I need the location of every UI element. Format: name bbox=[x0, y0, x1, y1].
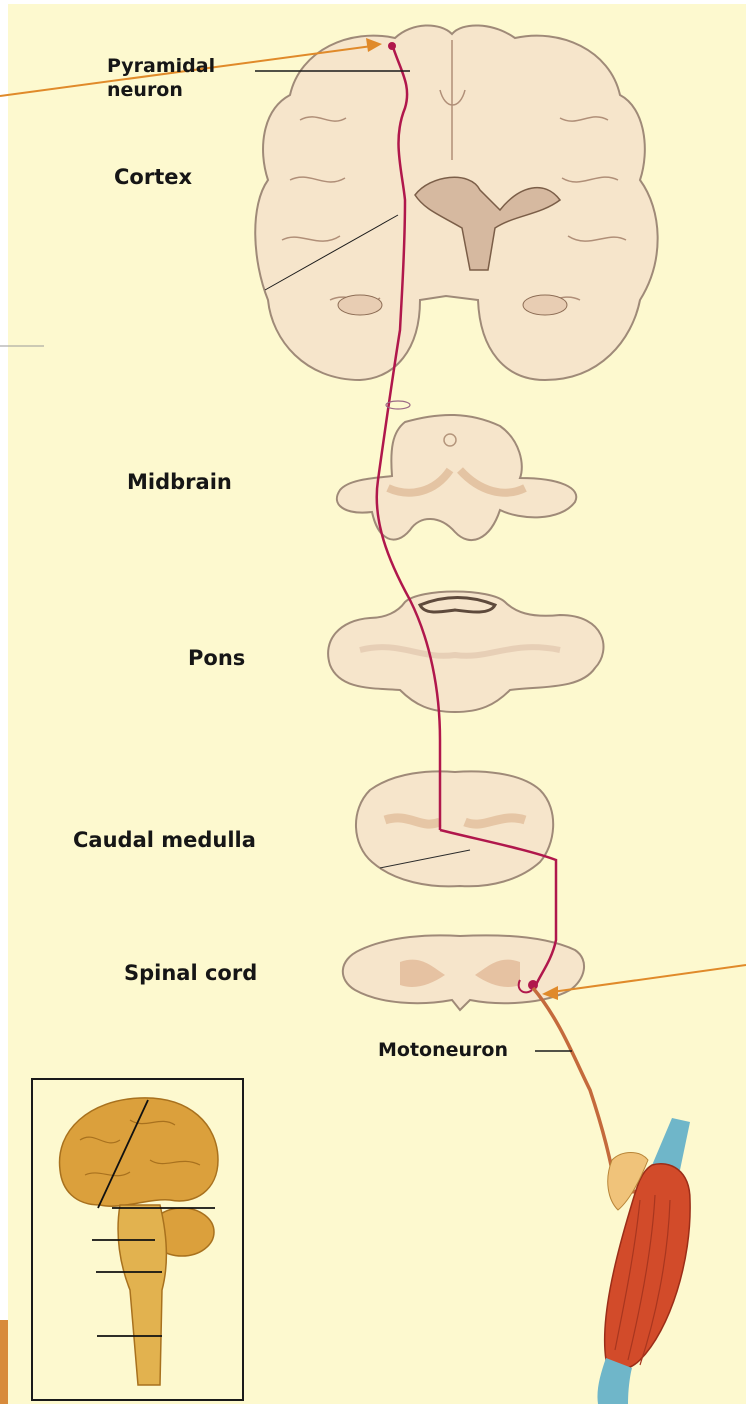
cortex-coronal-section bbox=[255, 25, 657, 380]
spinal-cord-section bbox=[343, 935, 584, 1010]
label-caudal-medulla: Caudal medulla bbox=[73, 830, 256, 851]
midbrain-section bbox=[337, 415, 576, 540]
muscle bbox=[597, 1118, 690, 1404]
label-cortex: Cortex bbox=[114, 167, 192, 188]
brain-inset bbox=[32, 1079, 243, 1400]
label-motoneuron: Motoneuron bbox=[378, 1041, 508, 1060]
label-pons: Pons bbox=[188, 648, 245, 669]
label-pyramidal-neuron-1: Pyramidal bbox=[107, 57, 215, 76]
slide-accent-bar bbox=[0, 1320, 8, 1404]
label-spinal-cord: Spinal cord bbox=[124, 963, 257, 984]
label-midbrain: Midbrain bbox=[127, 472, 232, 493]
pyramidal-neuron-body bbox=[388, 42, 396, 50]
pons-section bbox=[328, 592, 603, 713]
label-pyramidal-neuron-2: neuron bbox=[107, 81, 183, 100]
caudal-medulla-section bbox=[356, 771, 553, 886]
